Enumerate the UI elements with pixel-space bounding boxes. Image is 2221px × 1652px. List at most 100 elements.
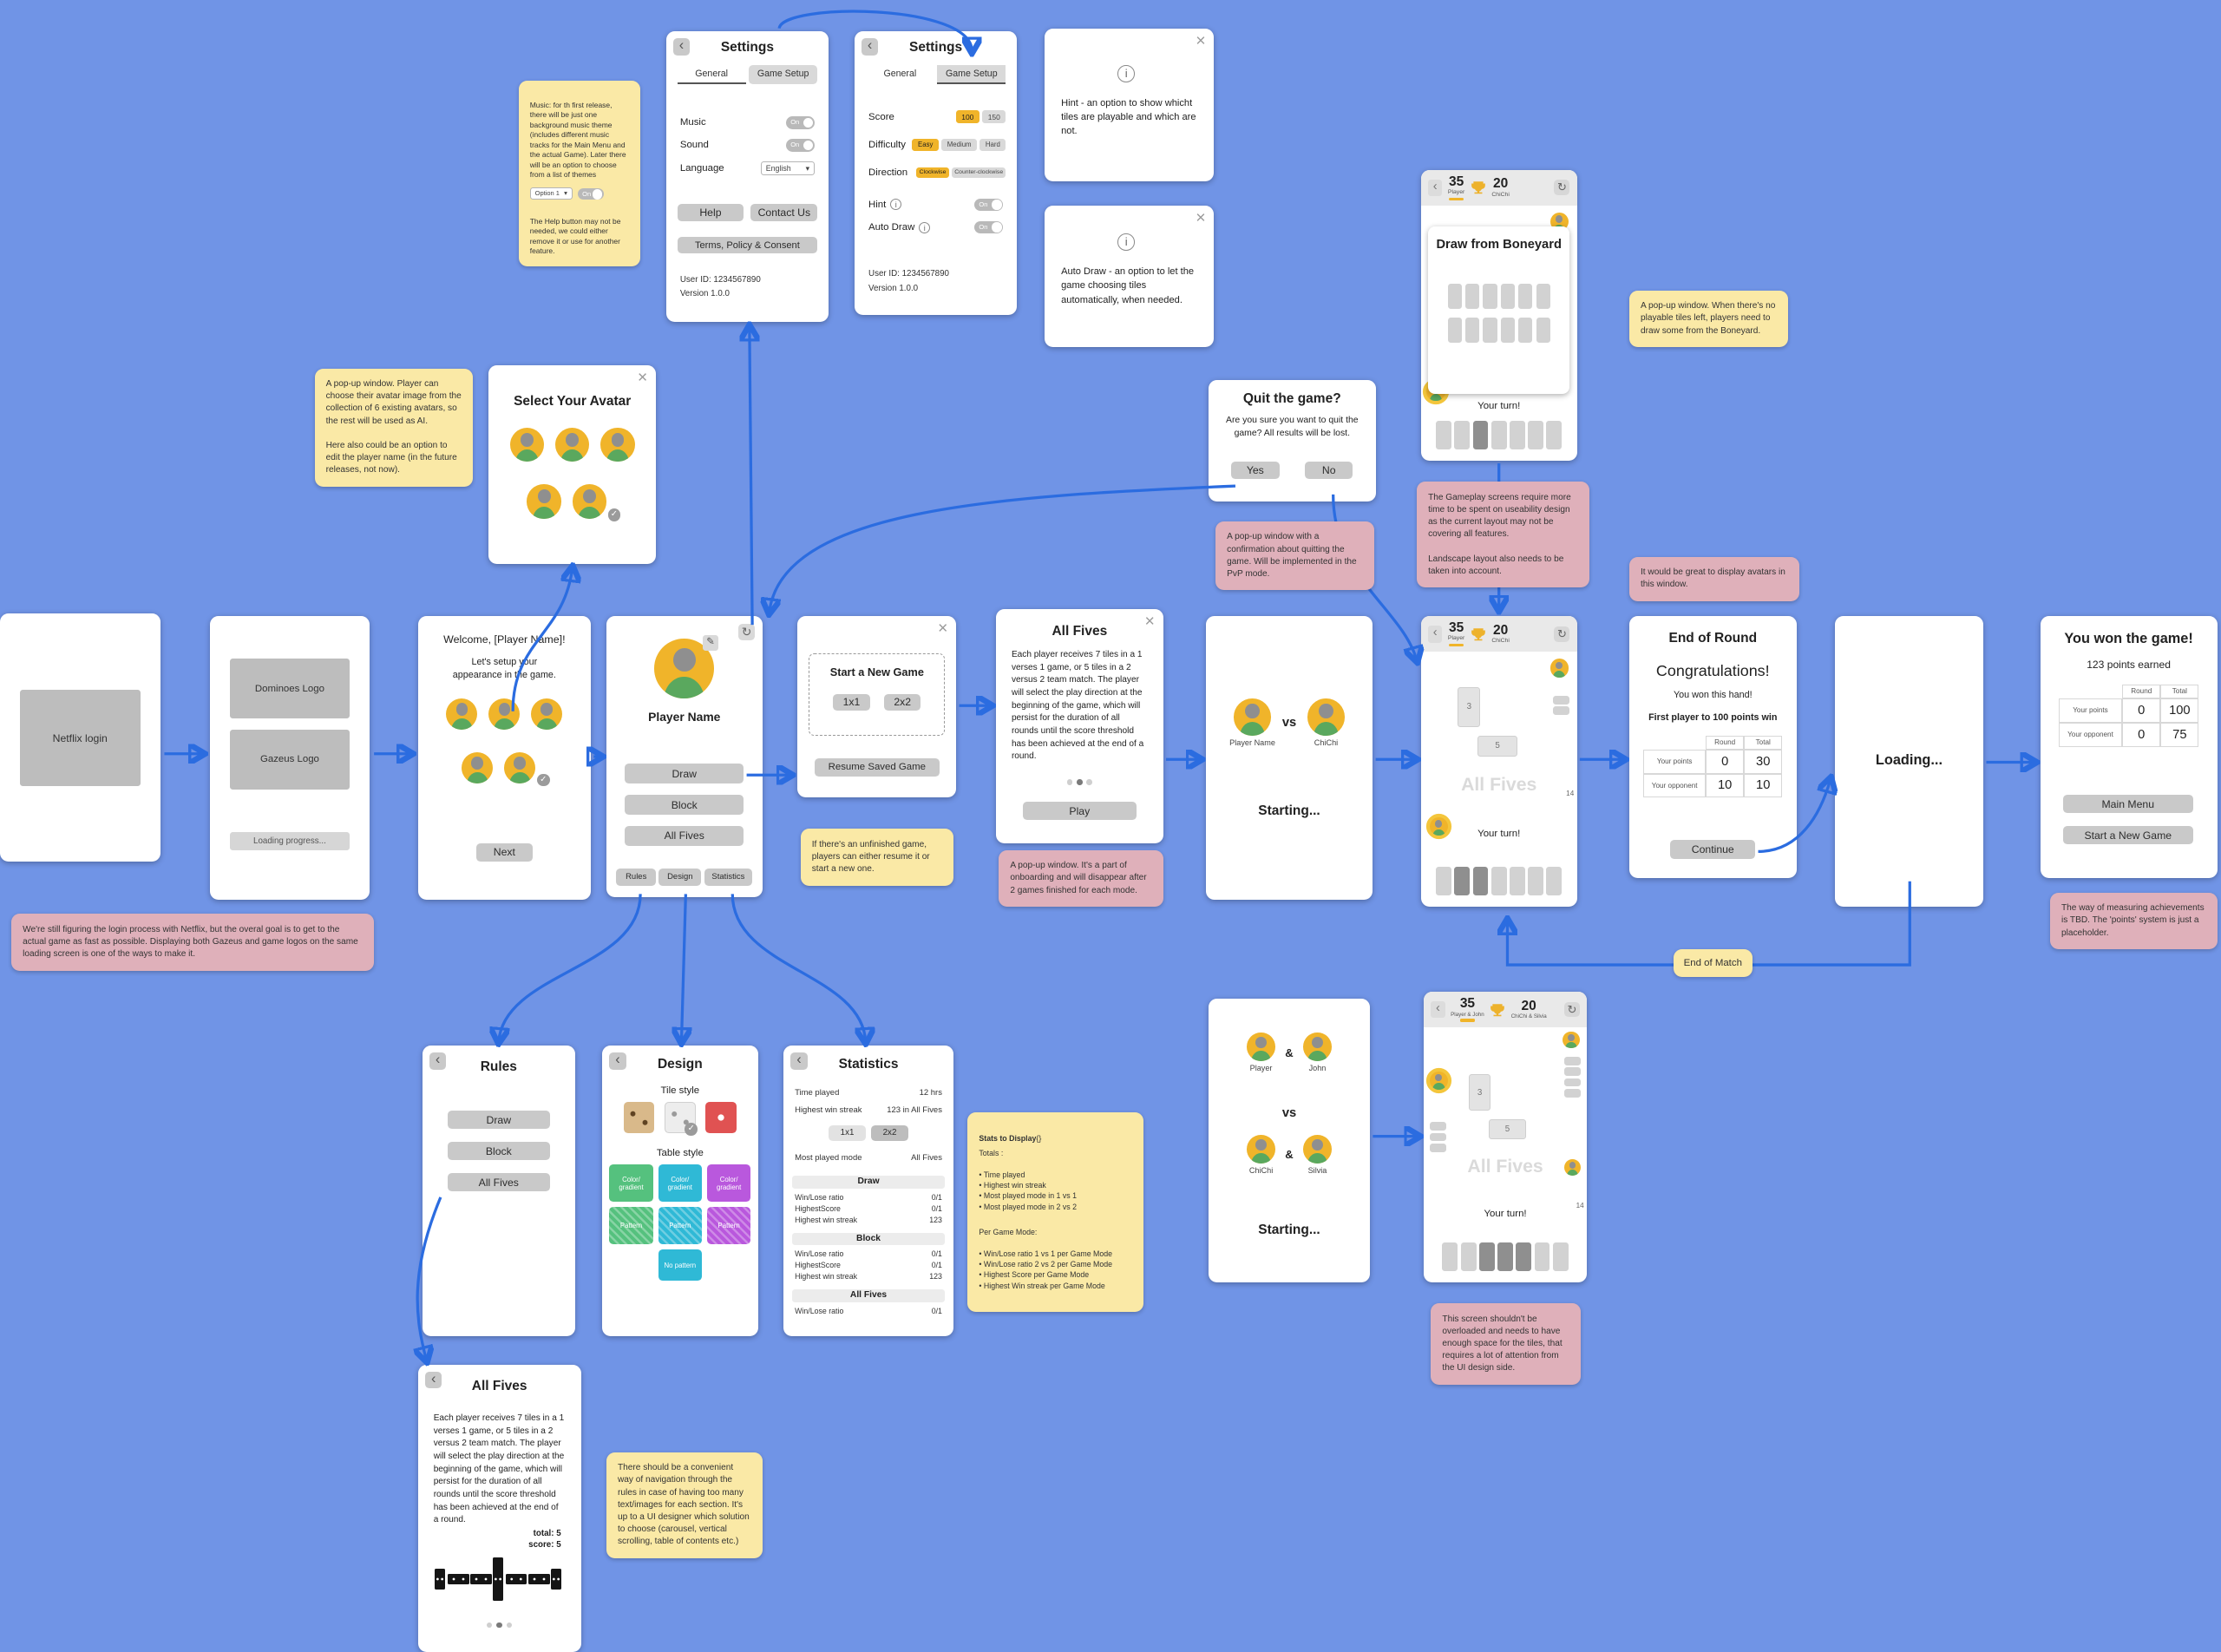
difficulty-easy-option[interactable]: Easy (912, 139, 939, 151)
carousel-dot[interactable] (1086, 779, 1093, 785)
settings-icon[interactable]: ↻ (1554, 180, 1570, 196)
score-100-option[interactable]: 100 (955, 110, 979, 124)
hand-tile[interactable] (1528, 420, 1544, 449)
close-icon[interactable]: × (938, 619, 948, 639)
table-style-color-green[interactable]: Color/ gradient (609, 1164, 653, 1202)
hand-tile[interactable] (1546, 867, 1563, 896)
music-note-toggle[interactable]: On (578, 187, 604, 200)
mode-2x2-button[interactable]: 2x2 (883, 693, 921, 711)
carousel-dot[interactable] (496, 1622, 502, 1629)
back-icon[interactable]: ‹ (790, 1052, 808, 1070)
block-mode-button[interactable]: Block (625, 795, 744, 815)
rules-block-button[interactable]: Block (448, 1142, 550, 1161)
avatar-option[interactable] (504, 752, 536, 784)
difficulty-medium-option[interactable]: Medium (941, 139, 978, 151)
board-tile-3[interactable]: 3 (1469, 1073, 1490, 1111)
direction-counter-option[interactable]: Counter-clockwise (951, 167, 1006, 178)
hand-tile[interactable] (1436, 867, 1452, 896)
player-avatar[interactable] (654, 639, 715, 699)
hand-tile[interactable] (1509, 420, 1525, 449)
continue-button[interactable]: Continue (1670, 840, 1756, 859)
boneyard-tile[interactable] (1536, 317, 1550, 344)
help-button[interactable]: Help (677, 204, 744, 221)
all-fives-mode-button[interactable]: All Fives (625, 826, 744, 846)
settings-icon[interactable]: ↻ (1554, 626, 1570, 642)
board-tile-3[interactable]: 3 (1458, 686, 1481, 727)
back-icon[interactable]: ‹ (1431, 1000, 1445, 1019)
close-icon[interactable]: × (637, 368, 648, 388)
refresh-icon[interactable]: ↻ (737, 623, 756, 641)
boneyard-tile[interactable] (1464, 317, 1480, 344)
hand-tile[interactable] (1490, 420, 1507, 449)
hand-tile[interactable] (1546, 420, 1563, 449)
hint-toggle[interactable]: On (974, 198, 1004, 212)
carousel-dot[interactable] (1077, 779, 1083, 785)
hand-tile[interactable] (1454, 867, 1471, 896)
avatar-option[interactable] (555, 428, 590, 462)
hand-tile[interactable] (1516, 1242, 1532, 1271)
avatar-option[interactable] (600, 428, 635, 462)
close-icon[interactable]: × (1144, 612, 1155, 632)
info-icon[interactable]: i (919, 221, 931, 233)
boneyard-tile[interactable] (1536, 283, 1550, 309)
hand-tile[interactable] (1436, 420, 1452, 449)
tile-style-option-light[interactable]: ✓ (664, 1102, 698, 1136)
hand-tile[interactable] (1472, 420, 1489, 449)
tab-game-setup[interactable]: Game Setup (749, 65, 818, 85)
difficulty-hard-option[interactable]: Hard (979, 139, 1006, 151)
back-icon[interactable]: ‹ (672, 37, 691, 56)
table-style-pattern-green[interactable]: Pattern (609, 1207, 653, 1244)
back-icon[interactable]: ‹ (424, 1371, 442, 1389)
edit-avatar-icon[interactable]: ✎ (702, 634, 718, 651)
avatar-option[interactable] (509, 428, 545, 462)
contact-us-button[interactable]: Contact Us (750, 204, 818, 221)
statistics-button[interactable]: Statistics (704, 869, 753, 886)
board-tile-5[interactable]: 5 (1489, 1119, 1526, 1139)
back-icon[interactable]: ‹ (1428, 179, 1443, 197)
hand-tile[interactable] (1552, 1242, 1569, 1271)
boneyard-tile[interactable] (1447, 317, 1462, 344)
avatar-option[interactable] (527, 484, 561, 519)
back-icon[interactable]: ‹ (429, 1052, 447, 1070)
boneyard-tile[interactable] (1500, 317, 1516, 344)
hand-tile[interactable] (1460, 1242, 1477, 1271)
start-new-game-button[interactable]: Start a New Game (2062, 826, 2193, 845)
tile-style-option-tan[interactable] (623, 1102, 655, 1134)
music-theme-select[interactable]: Option 1▾ (529, 187, 573, 200)
tab-game-setup[interactable]: Game Setup (937, 65, 1006, 85)
auto-draw-toggle[interactable]: On (974, 220, 1004, 234)
score-150-option[interactable]: 150 (982, 110, 1006, 124)
boneyard-tile[interactable] (1518, 283, 1533, 309)
hand-tile[interactable] (1509, 867, 1525, 896)
back-icon[interactable]: ‹ (609, 1052, 626, 1070)
hand-tile[interactable] (1528, 867, 1544, 896)
rules-draw-button[interactable]: Draw (448, 1111, 550, 1130)
boneyard-tile[interactable] (1464, 283, 1480, 309)
hand-tile[interactable] (1490, 867, 1507, 896)
avatar-option[interactable] (531, 698, 563, 730)
sound-toggle[interactable]: On (786, 139, 815, 152)
hand-tile[interactable] (1442, 1242, 1458, 1271)
settings-icon[interactable]: ↻ (1563, 1001, 1580, 1018)
boneyard-tile[interactable] (1500, 283, 1516, 309)
rules-button[interactable]: Rules (616, 869, 657, 886)
quit-no-button[interactable]: No (1304, 462, 1353, 479)
draw-mode-button[interactable]: Draw (625, 764, 744, 784)
hand-tile[interactable] (1472, 867, 1489, 896)
info-icon[interactable]: i (890, 199, 902, 211)
carousel-dot[interactable] (486, 1622, 493, 1629)
terms-button[interactable]: Terms, Policy & Consent (677, 236, 818, 254)
mode-1x1-button[interactable]: 1x1 (833, 693, 870, 711)
tab-general[interactable]: General (883, 69, 917, 80)
back-icon[interactable]: ‹ (1428, 625, 1443, 643)
table-style-pattern-purple[interactable]: Pattern (706, 1207, 751, 1244)
table-style-color-purple[interactable]: Color/ gradient (706, 1164, 751, 1202)
avatar-option[interactable] (572, 484, 606, 519)
avatar-option[interactable] (446, 698, 478, 730)
hand-tile[interactable] (1497, 1242, 1514, 1271)
hand-tile[interactable] (1454, 420, 1471, 449)
close-icon[interactable]: × (1196, 207, 1206, 227)
next-button[interactable]: Next (475, 842, 533, 862)
table-style-no-pattern[interactable]: No pattern (658, 1249, 703, 1282)
boneyard-tile[interactable] (1483, 317, 1497, 344)
